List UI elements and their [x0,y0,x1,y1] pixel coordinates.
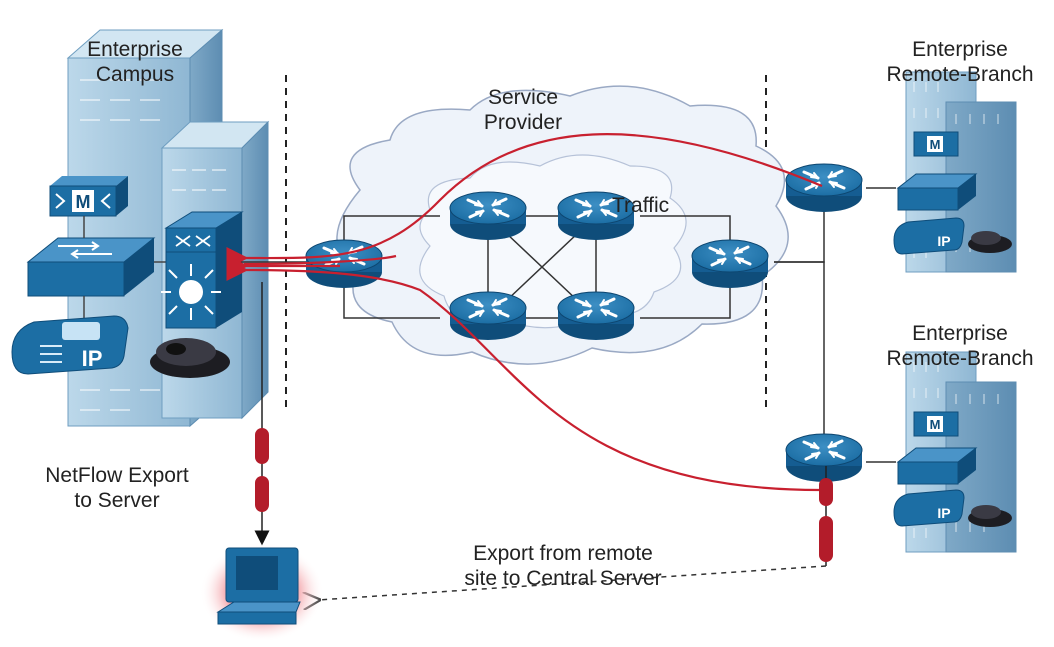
branch-bottom-ip-label: IP [937,505,950,521]
branch-top-m-letter: M [930,137,941,152]
multilayer-switch-icon [161,211,244,329]
branch-router-bottom-icon [784,432,864,484]
traffic-flows [226,133,823,492]
campus-switch-icon [26,237,156,297]
branch-router-top-icon [784,162,864,214]
traffic-label: Traffic [612,194,670,217]
ip-phone-icon: IP [11,315,129,375]
campus-export-path [254,282,270,546]
pe-router-right-icon [690,238,770,290]
remote-packet-icon [819,478,833,506]
central-server-pc-icon [200,542,324,642]
call-manager-icon: M [49,176,128,217]
branch-top-call-manager-icon: M [913,131,959,157]
ip-phone-label: IP [82,346,103,371]
branch-bottom-ip-phone-icon: IP [893,489,965,527]
remote-packet-icon [819,532,833,562]
branch-top-ip-label: IP [937,233,950,249]
core-router-top-left-icon [448,190,528,242]
branch-bottom-call-manager-icon: M [913,411,959,437]
branch-top-camera-icon [968,231,1012,253]
branch-bottom-camera-icon [968,505,1012,527]
netflow-packet-icon [255,428,269,464]
branch-top-switch-icon [896,173,978,211]
video-camera-icon [150,338,230,378]
netflow-packet-icon [255,476,269,512]
core-router-bottom-left-icon [448,290,528,342]
core-router-bottom-right-icon [556,290,636,342]
branch-bottom-m-letter: M [930,417,941,432]
remote-export-arrow [318,565,827,600]
branch-bottom-switch-icon [896,447,978,485]
branch-top-ip-phone-icon: IP [893,217,965,255]
call-manager-letter: M [76,192,91,212]
remote-export-path [318,466,833,600]
